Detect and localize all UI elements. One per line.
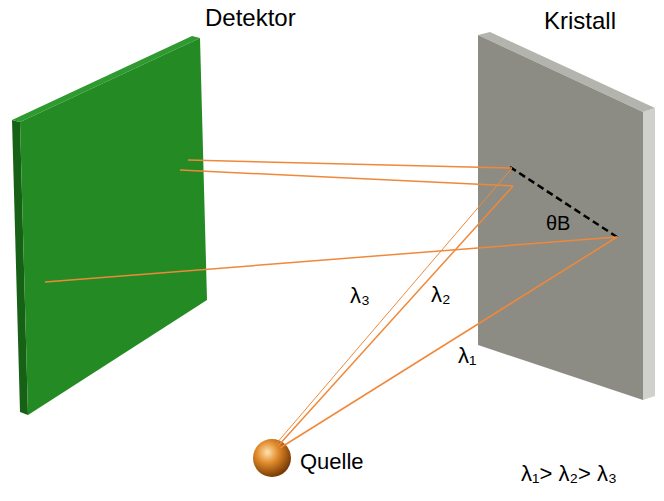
x-ray: [278, 186, 513, 446]
detector-panel: Detektor: [10, 30, 210, 420]
part-label: Detektor: [205, 5, 296, 31]
x-ray: [280, 237, 617, 448]
bragg-angle-label: θB: [546, 212, 570, 234]
detector-panel-shape: [10, 30, 210, 420]
panel-face: [478, 35, 643, 400]
wavelength-label: λ₃: [348, 284, 372, 308]
panel-face: [20, 38, 207, 415]
wavelength-label: λ₂: [429, 283, 453, 307]
lattice-plane-line: [510, 167, 617, 237]
wavelength-order-note: λ₁> λ₂> λ₃: [521, 462, 617, 486]
x-ray: [45, 237, 617, 282]
part-label: Kristall: [544, 8, 616, 34]
part-label: Quelle: [300, 450, 364, 474]
x-ray: [188, 160, 512, 168]
panel-face: [643, 108, 655, 400]
x-ray: [276, 168, 512, 444]
x-ray: [180, 170, 513, 186]
wavelength-label: λ₁: [456, 344, 478, 368]
